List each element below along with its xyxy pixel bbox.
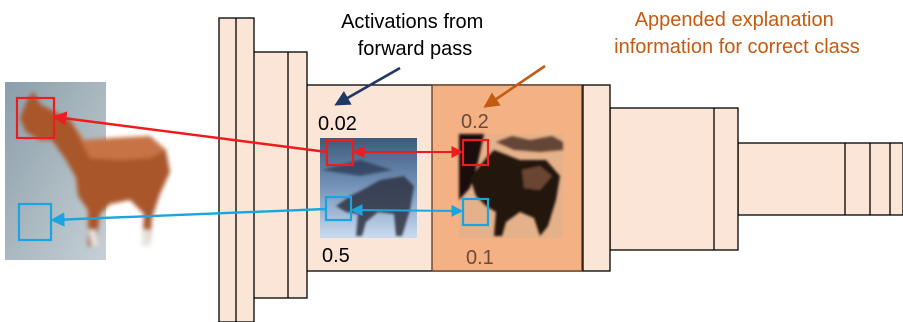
blue-correspondence-arrow	[50, 207, 327, 227]
forward-pass-label-line1: Activations from	[341, 11, 483, 33]
blue-link-arrow	[350, 204, 464, 217]
orange-horse-explanation-map	[459, 134, 563, 238]
forward-pass-label-line2: forward pass	[358, 38, 473, 60]
red-correspondence-arrow	[52, 111, 328, 154]
forward-pass-pointer	[334, 66, 401, 106]
explanation-value-top: 0.2	[461, 111, 489, 133]
explanation-pointer	[483, 64, 546, 108]
block-far-right	[737, 142, 903, 216]
explanation-value-bottom: 0.1	[466, 247, 494, 269]
explanation-label-line2: information for correct class	[614, 36, 860, 58]
explanation-label: Appended explanation information for cor…	[614, 9, 860, 58]
horse-image	[5, 82, 170, 260]
activation-value-bottom: 0.5	[322, 245, 350, 267]
activation-value-top: 0.02	[318, 113, 357, 135]
explanation-label-line1: Appended explanation	[635, 9, 834, 31]
block-right	[609, 107, 739, 251]
forward-pass-label: Activations from forward pass	[341, 11, 489, 60]
block-left-step	[251, 51, 308, 299]
